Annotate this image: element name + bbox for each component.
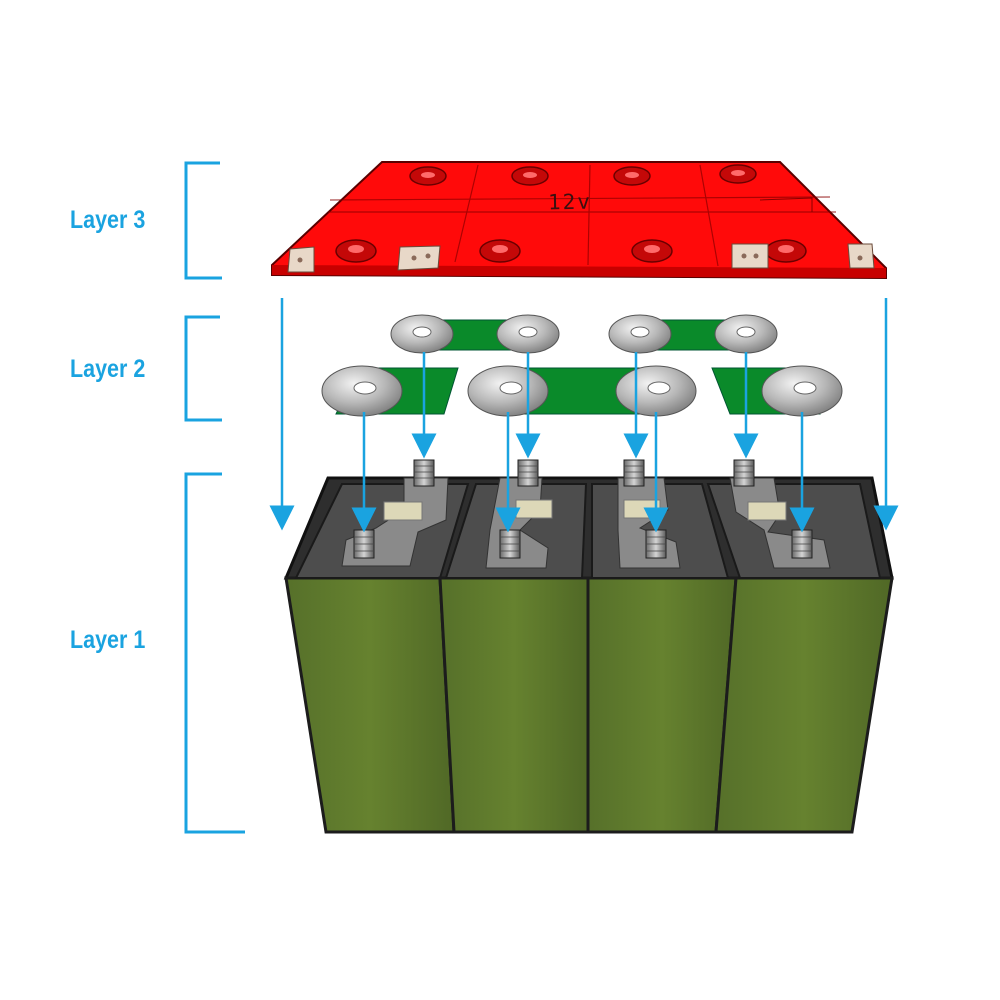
layer1-bracket (184, 472, 245, 834)
layer-1-label: Layer 1 (70, 626, 146, 654)
battery-cells (283, 459, 894, 834)
busbar-left-end (321, 365, 459, 417)
assembly-arrows (269, 298, 899, 533)
layer3-bracket (184, 161, 222, 280)
layer-2-label: Layer 2 (70, 355, 146, 383)
bms-board (271, 161, 887, 280)
busbar-center (467, 365, 697, 417)
board-voltage-label: 12v (547, 189, 593, 215)
busbar-top-right (608, 314, 778, 354)
busbar-top-left (390, 314, 560, 354)
busbar-right-end (711, 365, 843, 417)
layer2-bracket (184, 315, 222, 422)
layer-3-label: Layer 3 (70, 206, 146, 234)
